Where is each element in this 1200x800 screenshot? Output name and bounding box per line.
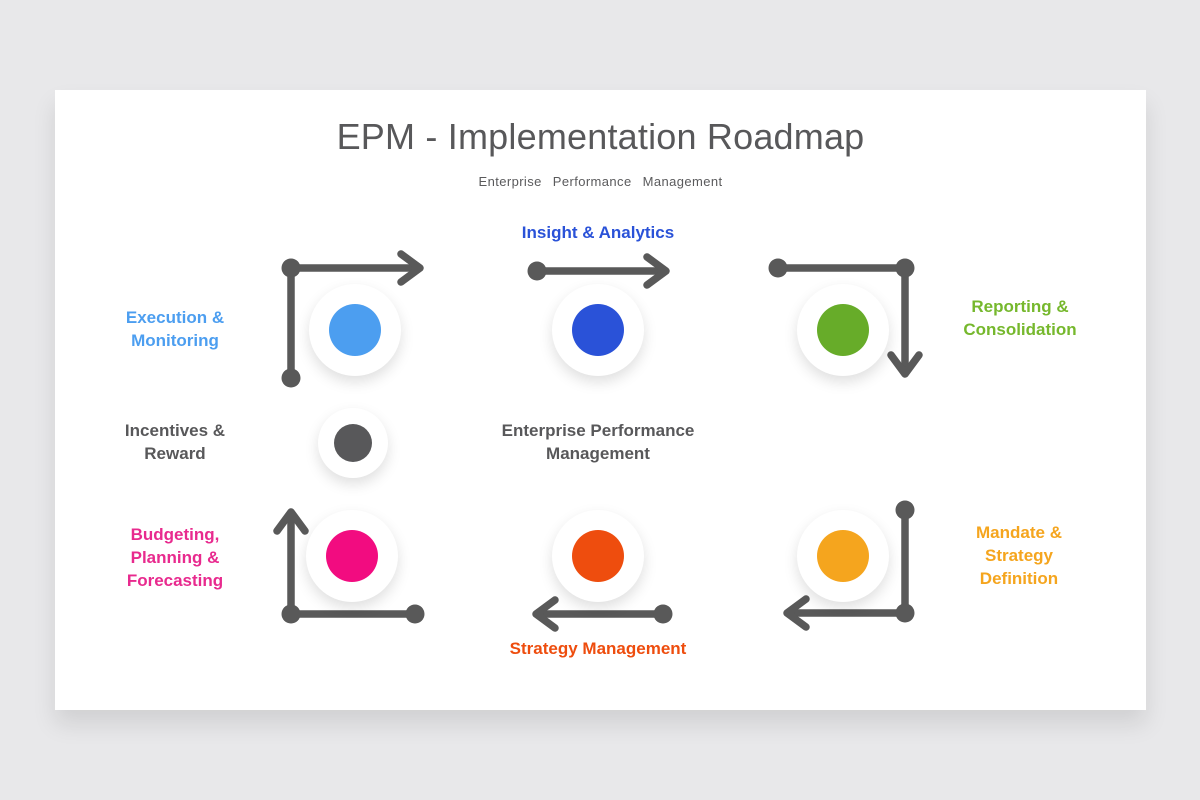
mandate-strategy-definition-dot: [817, 530, 869, 582]
node-mandate-strategy-definition: [797, 510, 889, 602]
node-insight-analytics: [552, 284, 644, 376]
label-enterprise-performance-management: Enterprise Performance Management: [468, 419, 728, 465]
node-strategy-management: [552, 510, 644, 602]
label-enterprise-performance-management-text: Enterprise Performance Management: [501, 421, 695, 463]
label-mandate-strategy-definition-text: Mandate & Strategy Definition: [976, 523, 1062, 588]
arrow-up-from-corner-icon: [273, 508, 425, 624]
label-reporting-consolidation: Reporting & Consolidation: [920, 295, 1120, 341]
slide-card: EPM - Implementation Roadmap Enterprise …: [55, 90, 1146, 710]
arrow-right-icon: [527, 253, 670, 289]
node-budgeting-planning-forecasting: [306, 510, 398, 602]
arrow-right-then-down-icon: [768, 258, 923, 378]
label-incentives-reward: Incentives & Reward: [75, 419, 275, 465]
node-reporting-consolidation: [797, 284, 889, 376]
page-title: EPM - Implementation Roadmap: [336, 116, 865, 157]
label-budgeting-planning-forecasting: Budgeting, Planning & Forecasting: [105, 523, 245, 592]
execution-monitoring-dot: [329, 304, 381, 356]
incentives-reward-dot: [334, 424, 372, 462]
node-incentives-reward: [318, 408, 388, 478]
arrow-up-then-right-icon: [281, 250, 424, 388]
label-mandate-strategy-definition: Mandate & Strategy Definition: [949, 521, 1089, 590]
node-execution-monitoring: [309, 284, 401, 376]
budgeting-planning-forecasting-dot: [326, 530, 378, 582]
strategy-management-dot: [572, 530, 624, 582]
label-strategy-management-text: Strategy Management: [509, 639, 687, 658]
label-execution-monitoring: Execution & Monitoring: [75, 306, 275, 352]
page-subtitle: Enterprise Performance Management: [478, 174, 723, 189]
reporting-consolidation-dot: [817, 304, 869, 356]
label-insight-analytics-text: Insight & Analytics: [521, 223, 675, 242]
label-budgeting-planning-forecasting-text: Budgeting, Planning & Forecasting: [126, 525, 224, 590]
arrow-left-icon: [532, 596, 673, 632]
label-incentives-reward-text: Incentives & Reward: [124, 421, 226, 463]
label-strategy-management: Strategy Management: [448, 637, 748, 660]
label-insight-analytics: Insight & Analytics: [448, 221, 748, 244]
label-reporting-consolidation-text: Reporting & Consolidation: [963, 297, 1077, 339]
arrow-down-then-left-icon: [783, 500, 915, 631]
insight-analytics-dot: [572, 304, 624, 356]
label-execution-monitoring-text: Execution & Monitoring: [125, 308, 225, 350]
